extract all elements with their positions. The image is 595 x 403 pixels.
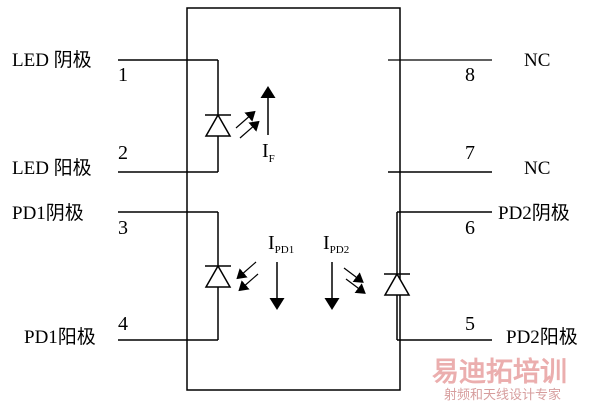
pd1-current-label: IPD1 [268,232,294,256]
pin-8-label: NC [524,50,550,71]
led-diode-symbol [204,113,232,137]
pin-6-label: PD2阴极 [498,202,570,224]
forward-current-label: IF [262,140,275,165]
pd1-incident-light-arrows [236,261,259,292]
pin-5-label: PD2阳极 [506,326,578,348]
pin-6-number: 6 [465,217,475,239]
pd2-diode-symbol [383,272,411,296]
pin-8-number: 8 [465,64,475,86]
pin-7-number: 7 [465,142,475,164]
pd2-incident-light-arrows [343,267,366,294]
pin-3-label: PD1阴极 [12,202,84,224]
pin-5-number: 5 [465,313,475,335]
pin-4-number: 4 [118,313,128,335]
pin-3-number: 3 [118,217,128,239]
pd2-circuit [396,211,492,341]
pd2-current-label: IPD2 [323,232,349,256]
watermark-subtitle: 射频和天线设计专家 [444,387,561,403]
led-circuit [118,59,219,173]
pin-1-number: 1 [118,64,128,86]
pin-1-label: LED 阴极 [12,49,92,71]
pin-2-number: 2 [118,142,128,164]
pin-2-label: LED 阳极 [12,157,92,179]
watermark-title: 易迪拓培训 [432,357,567,388]
pin-4-label: PD1阳极 [24,326,96,348]
led-emission-arrows [235,110,260,139]
pin-7-label: NC [524,158,550,179]
pd1-diode-symbol [204,264,232,288]
ic-package-outline [186,7,401,391]
watermark-logo: 易迪拓培训 射频和天线设计专家 [432,357,567,403]
pd1-circuit [118,211,219,341]
